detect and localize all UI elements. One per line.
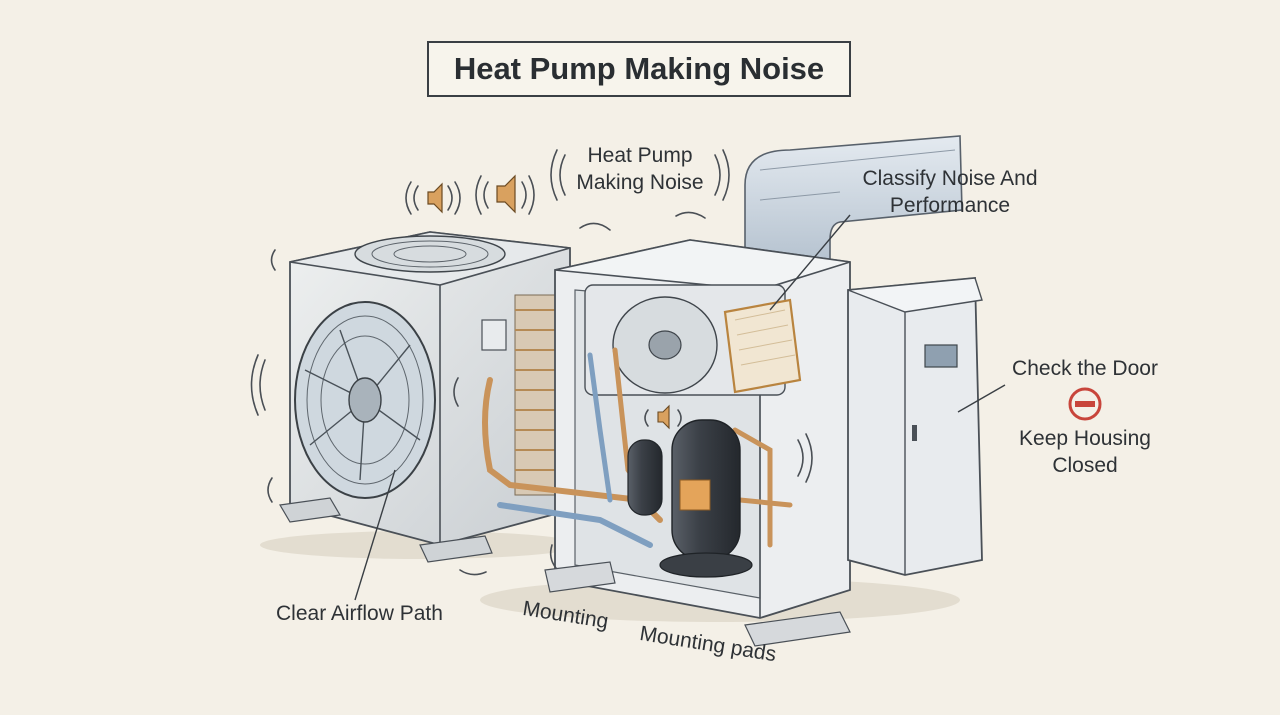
sound-wave-icon — [250, 149, 813, 576]
label-line: Classify Noise And — [862, 167, 1038, 190]
filter-icon — [723, 298, 802, 394]
label-check-door: Check the Door — [1012, 357, 1158, 380]
top-fan-grille — [354, 235, 506, 273]
label-line: Keep Housing — [1019, 427, 1151, 450]
speaker-icon — [427, 174, 670, 430]
condenser-coil — [514, 294, 556, 496]
label-classify-noise: Classify Noise And Performance — [850, 165, 1050, 219]
label-line: Performance — [889, 194, 1011, 217]
side-door-panel — [847, 277, 983, 576]
duct-icon — [744, 135, 963, 263]
fan-icon — [294, 301, 436, 499]
accumulator-tank — [627, 439, 663, 516]
label-heat-pump-noise: Heat Pump Making Noise — [570, 142, 710, 196]
indoor-cabinet — [482, 239, 851, 647]
label-keep-housing: Keep Housing Closed — [1010, 425, 1160, 479]
callout-lines — [354, 214, 1006, 601]
label-line: Closed — [1052, 454, 1118, 477]
outdoor-condenser-unit — [279, 231, 571, 563]
page-title: Heat Pump Making Noise — [427, 41, 851, 97]
label-clear-airflow: Clear Airflow Path — [276, 602, 443, 625]
no-entry-icon — [1068, 387, 1102, 421]
compressor-icon — [659, 419, 753, 578]
label-line: Making Noise — [576, 171, 704, 194]
label-line: Heat Pump — [587, 144, 693, 167]
